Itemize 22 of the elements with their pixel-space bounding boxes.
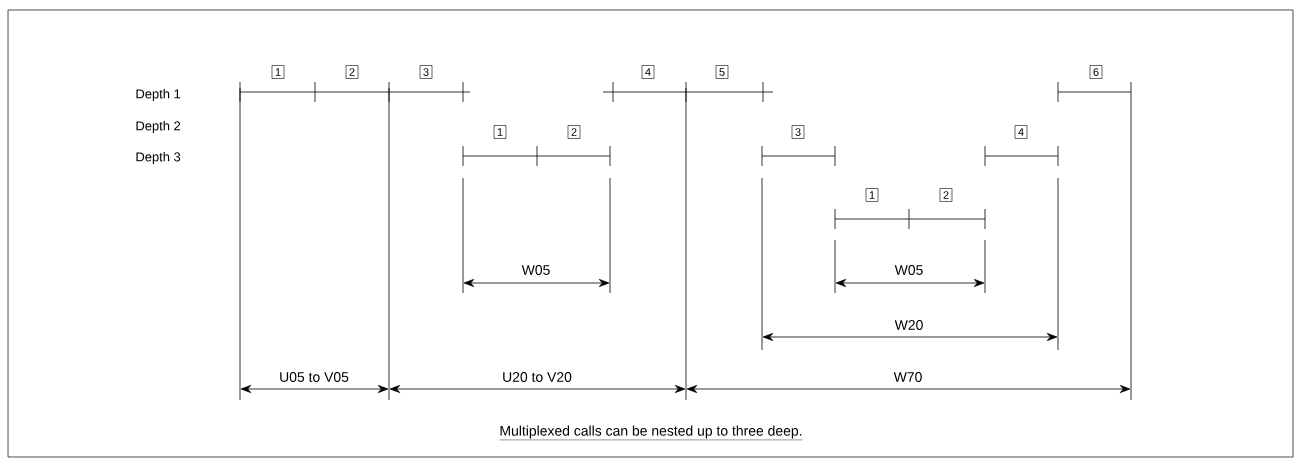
caption: Multiplexed calls can be nested up to three deep. [499, 425, 803, 441]
dimension-label: U05 to V05 [280, 372, 349, 382]
dimension-label: W20 [894, 320, 923, 330]
row-label: Depth 1 [136, 88, 181, 102]
dimension-label: W05 [894, 265, 923, 275]
callout-number: 2 [567, 125, 581, 139]
callout-number: 4 [641, 65, 655, 79]
row-label: Depth 3 [136, 151, 181, 165]
callout-number: 2 [939, 188, 953, 202]
dimension-label: W70 [893, 372, 922, 382]
callout-number: 6 [1089, 65, 1103, 79]
dimension-label: W05 [521, 265, 550, 275]
callout-number: 4 [1014, 125, 1028, 139]
callout-number: 5 [715, 65, 729, 79]
callout-number: 2 [345, 65, 359, 79]
callout-number: 3 [791, 125, 805, 139]
callout-number: 1 [493, 125, 507, 139]
dimension-label: U20 to V20 [503, 372, 572, 382]
row-label: Depth 2 [136, 120, 181, 134]
callout-number: 1 [865, 188, 879, 202]
callout-number: 3 [419, 65, 433, 79]
callout-number: 1 [271, 65, 285, 79]
